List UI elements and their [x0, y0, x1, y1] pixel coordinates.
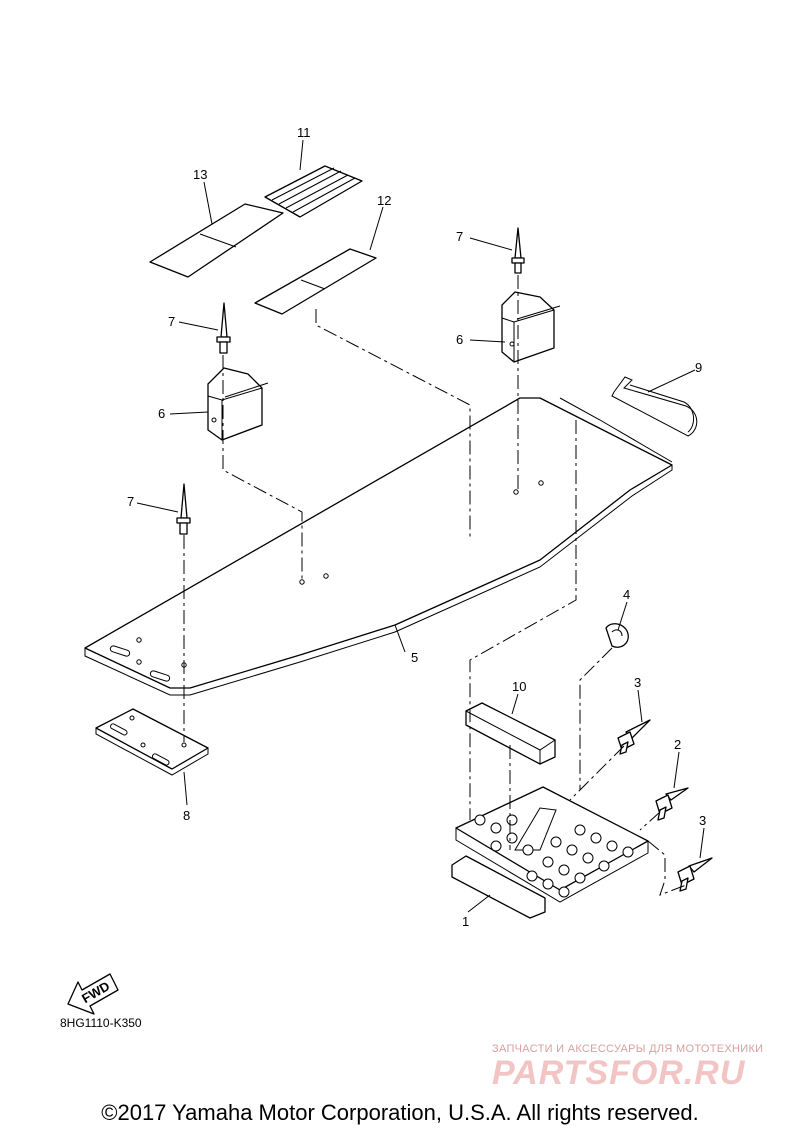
callout-11: 11 [297, 125, 311, 140]
assembly-lines [183, 275, 687, 896]
callout-10: 10 [512, 679, 526, 694]
callout-7-top: 7 [456, 229, 463, 244]
copyright-notice: ©2017 Yamaha Motor Corporation, U.S.A. A… [101, 1100, 699, 1125]
part-6-clamp-right [501, 291, 561, 363]
callout-8: 8 [183, 808, 190, 823]
callout-3-upper: 3 [634, 675, 641, 690]
callout-13: 13 [193, 167, 207, 182]
part-5-base-plate [84, 397, 673, 696]
part-7-rivet-a [511, 227, 525, 274]
callout-3-lower: 3 [699, 813, 706, 828]
callout-6-right: 6 [456, 332, 463, 347]
part-1-holes [474, 814, 634, 898]
part-3-pin-upper [617, 719, 651, 755]
callout-9: 9 [695, 360, 702, 375]
callout-4: 4 [623, 587, 630, 602]
part-3-pin-lower [677, 857, 713, 892]
callouts: 11 13 12 7 7 6 9 6 7 4 5 3 10 2 8 3 1 [127, 125, 706, 929]
part-2-pin [655, 787, 689, 821]
part-8-plate [95, 708, 209, 776]
callout-1: 1 [462, 914, 469, 929]
diagram-code: 8HG1110-K350 [60, 1016, 142, 1030]
part-10-block [465, 702, 556, 765]
part-4-clip [605, 623, 629, 648]
callout-7-mid: 7 [168, 314, 175, 329]
part-1-bracket [451, 786, 649, 919]
watermark-logo: PARTSFOR.RU [492, 1054, 746, 1092]
part-11-striped-pad [264, 165, 363, 218]
callout-5: 5 [411, 650, 418, 665]
part-6-clamp-left [207, 367, 269, 441]
part-12-pad [254, 248, 377, 315]
part-7-rivet-c [176, 483, 191, 535]
part-9-rod [611, 376, 698, 437]
leader-lines [136, 139, 705, 913]
callout-6-left: 6 [158, 406, 165, 421]
callout-2: 2 [674, 737, 681, 752]
part-13-pad [149, 203, 284, 278]
fwd-arrow: FWD [67, 973, 119, 1015]
watermark-tagline: ЗАПЧАСТИ И АКСЕССУАРЫ ДЛЯ МОТОТЕХНИКИ [492, 1043, 764, 1055]
callout-7-low: 7 [127, 494, 134, 509]
callout-12: 12 [377, 193, 391, 208]
part-7-rivet-b [216, 302, 231, 354]
